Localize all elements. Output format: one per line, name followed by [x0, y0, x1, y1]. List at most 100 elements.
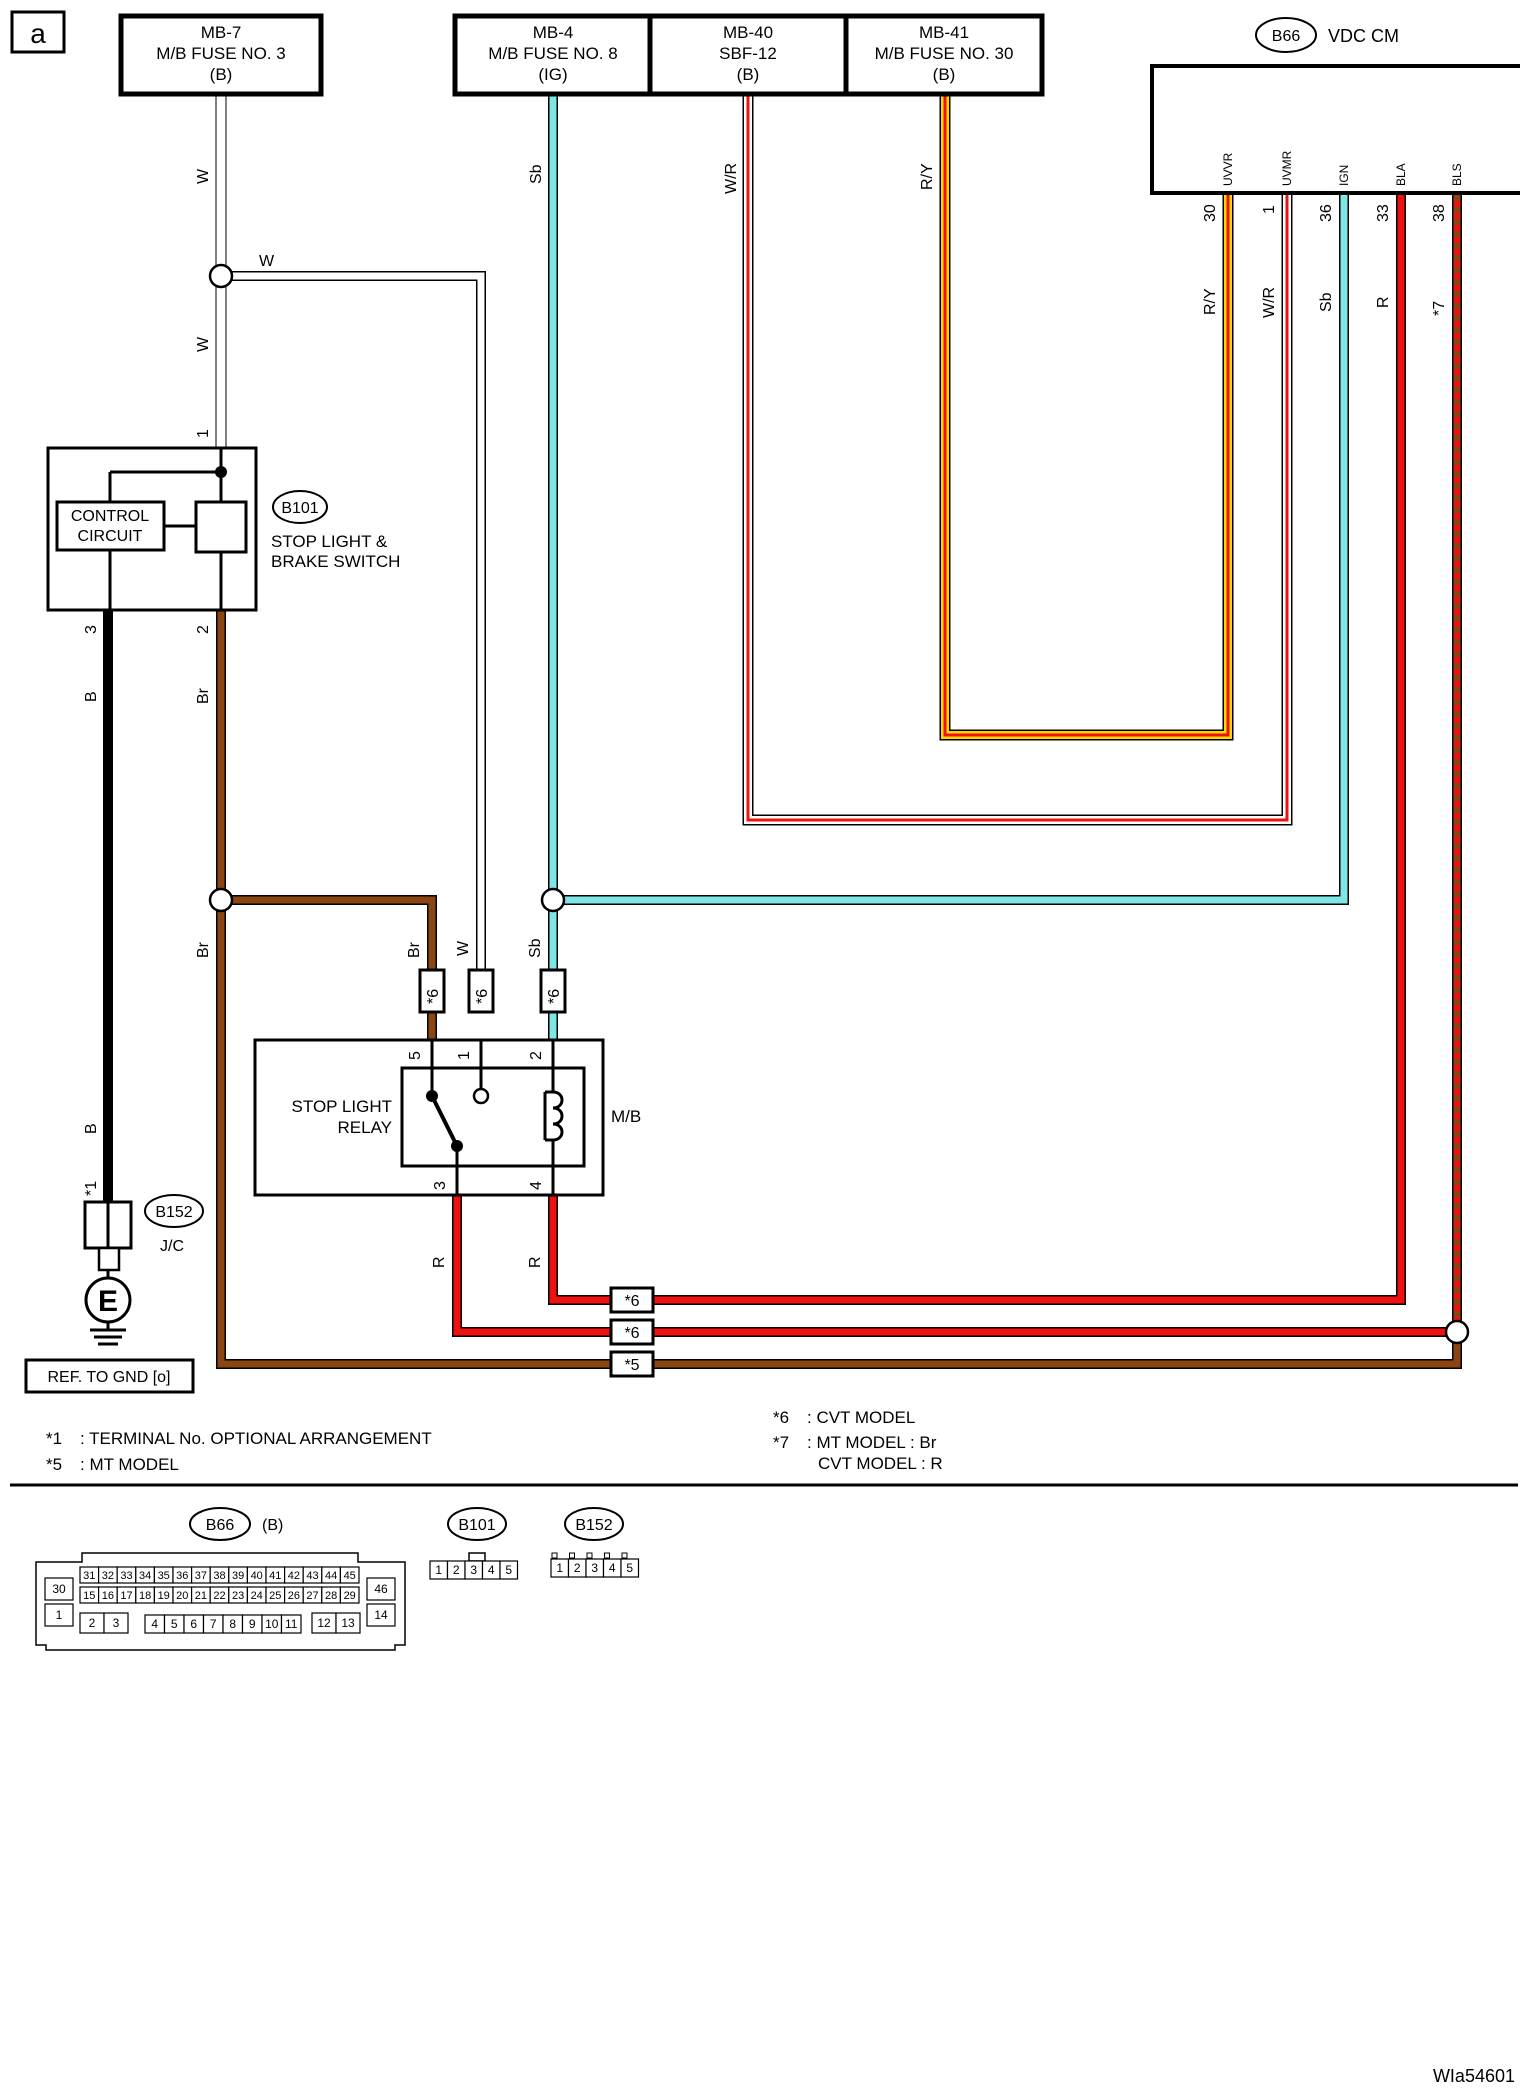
pin-cell: 11: [280, 1614, 302, 1634]
pin-cell: 22: [209, 1586, 230, 1604]
vdc-name: VDC CM: [1328, 26, 1399, 46]
pin-cell: 7: [202, 1614, 224, 1634]
svg-text:1: 1: [56, 1608, 63, 1622]
wire-label: R: [527, 1256, 544, 1268]
wire-label: *1: [83, 1181, 100, 1196]
pin-cell: 13: [335, 1612, 361, 1634]
svg-text:31: 31: [83, 1570, 95, 1582]
note-text: : MT MODEL : Br: [807, 1433, 937, 1452]
pin-latch: [604, 1552, 610, 1559]
tag-s6-h2: *6: [609, 1318, 655, 1346]
pin-num: 30: [1202, 204, 1219, 222]
svg-text:7: 7: [210, 1617, 217, 1631]
tag-s6-w: *6: [467, 968, 495, 1014]
pin-cell: 24: [246, 1586, 267, 1604]
wire-label: W: [259, 253, 275, 270]
pin-cell: 2: [79, 1612, 105, 1634]
fuse-desc: M/B FUSE NO. 8: [488, 44, 617, 63]
svg-text:1: 1: [435, 1563, 442, 1577]
svg-text:19: 19: [158, 1590, 170, 1602]
pin-num: 3: [83, 625, 100, 634]
svg-text:13: 13: [341, 1616, 355, 1630]
tag-s6-h1: *6: [609, 1286, 655, 1314]
pin-name-bla: BLA: [1394, 163, 1408, 186]
svg-text:2: 2: [89, 1616, 96, 1630]
fuse-id: MB-40: [723, 23, 773, 42]
wire-color-label: R: [1375, 296, 1392, 308]
svg-text:16: 16: [102, 1590, 114, 1602]
pin-cell: 5: [499, 1560, 519, 1580]
pin-cell: 30: [44, 1577, 74, 1601]
svg-text:5: 5: [505, 1563, 512, 1577]
wire-r-bls: [452, 1195, 1457, 1337]
svg-text:REF. TO GND [o]: REF. TO GND [o]: [48, 1369, 171, 1386]
svg-text:22: 22: [213, 1590, 225, 1602]
pin-cell: 45: [339, 1566, 360, 1584]
pin-cell: 20: [172, 1586, 193, 1604]
splice-br: [208, 887, 234, 913]
note-mark: *6: [773, 1408, 789, 1427]
pin-cell: 32: [97, 1566, 118, 1584]
note-text: CVT MODEL : R: [818, 1454, 943, 1473]
pin-cell: 1: [550, 1558, 570, 1578]
svg-text:43: 43: [306, 1570, 318, 1582]
ref-to-ground: REF. TO GND [o]: [24, 1358, 195, 1394]
pin-cell: 27: [302, 1586, 323, 1604]
svg-text:*6: *6: [425, 989, 442, 1004]
pin-cell: 39: [228, 1566, 249, 1584]
wire-br-main: [216, 610, 1462, 1369]
fuse-id: MB-7: [201, 23, 242, 42]
wire-color-label: *7: [1431, 301, 1448, 316]
svg-text:15: 15: [83, 1590, 95, 1602]
svg-text:1: 1: [556, 1561, 563, 1575]
svg-text:*6: *6: [624, 1325, 639, 1342]
svg-text:3: 3: [470, 1563, 477, 1577]
pin-cell: 10: [261, 1614, 283, 1634]
wires: [103, 94, 1462, 1369]
jc-name: J/C: [160, 1238, 184, 1255]
svg-text:*6: *6: [624, 1293, 639, 1310]
svg-text:5: 5: [171, 1617, 178, 1631]
pin-cell: 6: [183, 1614, 205, 1634]
relay-pin: 5: [407, 1051, 424, 1060]
pin-cell: 36: [172, 1566, 193, 1584]
svg-text:B66: B66: [206, 1517, 235, 1534]
fuse-desc: M/B FUSE NO. 30: [875, 44, 1014, 63]
pin-cell: 26: [284, 1586, 304, 1604]
pin-cell: 34: [135, 1566, 156, 1584]
fuse-note: (B): [210, 65, 233, 84]
svg-text:27: 27: [306, 1590, 318, 1602]
svg-text:21: 21: [195, 1590, 207, 1602]
pin-cell: 42: [284, 1566, 304, 1584]
pin-num: 36: [1318, 204, 1335, 222]
note-text: : MT MODEL: [80, 1455, 179, 1474]
svg-text:28: 28: [325, 1590, 337, 1602]
wire-color-label: W/R: [1261, 287, 1278, 318]
svg-text:3: 3: [591, 1561, 598, 1575]
svg-text:14: 14: [374, 1608, 388, 1622]
pin-cell: 38: [209, 1566, 230, 1584]
wire-color-label: Sb: [1318, 292, 1335, 312]
note-text: : TERMINAL No. OPTIONAL ARRANGEMENT: [80, 1429, 432, 1448]
pin-cell: 44: [321, 1566, 341, 1584]
splice-w: [208, 263, 234, 289]
svg-text:45: 45: [344, 1570, 356, 1582]
note-mark: *5: [46, 1455, 62, 1474]
svg-text:2: 2: [574, 1561, 581, 1575]
relay-name: RELAY: [338, 1118, 393, 1137]
relay-pin: 4: [528, 1181, 545, 1190]
relay-pin: 2: [528, 1051, 545, 1060]
svg-text:4: 4: [488, 1563, 495, 1577]
pin-num: 1: [1261, 205, 1278, 214]
svg-text:6: 6: [190, 1617, 197, 1631]
switch-connector-label: B101: [281, 500, 318, 517]
wire-color-label: R/Y: [1202, 288, 1219, 315]
stop-light-relay: 5 1 2 3 4 STOP LIGHT RELAY M/B: [253, 1038, 641, 1197]
svg-text:11: 11: [285, 1617, 298, 1631]
pin-cell: 37: [191, 1566, 211, 1584]
wire-label: W: [455, 940, 472, 956]
svg-text:30: 30: [52, 1582, 66, 1596]
jc-connector-label: B152: [155, 1204, 192, 1221]
notes: *1 : TERMINAL No. OPTIONAL ARRANGEMENT *…: [46, 1408, 943, 1474]
pin-cell: 29: [339, 1586, 360, 1604]
